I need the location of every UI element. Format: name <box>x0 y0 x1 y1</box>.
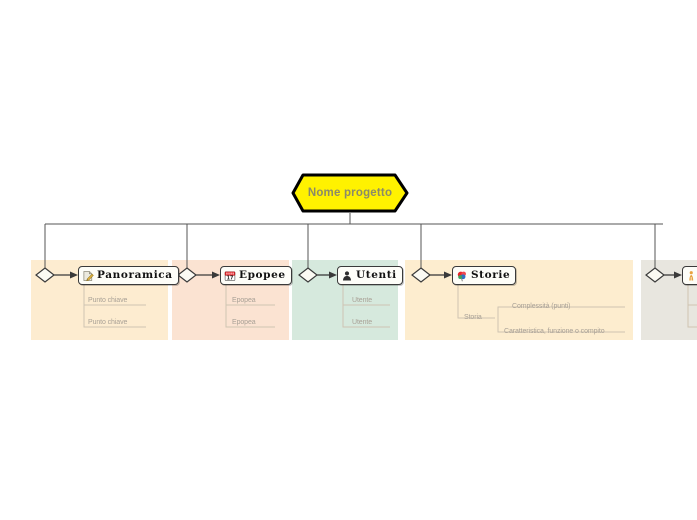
leaf-storia-complessita[interactable]: Complessità (punti) <box>512 303 571 310</box>
topic-utenti[interactable]: Utenti <box>337 266 403 285</box>
topic-storie-label: Storie <box>471 269 511 282</box>
note-pencil-icon <box>83 270 94 281</box>
balloon-icon <box>457 271 466 281</box>
leaf-utenti-utente-1[interactable]: Utente <box>352 297 373 304</box>
topic-epopee[interactable]: 17 Epopee <box>220 266 292 285</box>
topic-epopee-label: Epopee <box>239 269 286 282</box>
leaf-storia-caratteristica[interactable]: Caratteristica, funzione o compito <box>504 328 605 335</box>
topic-panoramica-label: Panoramica <box>97 269 173 282</box>
topic-utenti-label: Utenti <box>356 269 397 282</box>
topic-storie[interactable]: Storie <box>452 266 517 285</box>
topic-partial-right[interactable] <box>682 266 697 285</box>
user-icon <box>342 270 352 280</box>
leaf-epopee-epopea-2[interactable]: Epopea <box>232 319 256 326</box>
person-icon <box>689 270 694 280</box>
leaf-storie-storia[interactable]: Storia <box>464 314 482 321</box>
svg-text:17: 17 <box>227 275 234 281</box>
calendar-icon: 17 <box>224 271 236 281</box>
root-node-nome-progetto[interactable]: Nome progetto <box>291 173 409 213</box>
topic-panoramica[interactable]: Panoramica <box>78 266 179 285</box>
leaf-utenti-utente-2[interactable]: Utente <box>352 319 373 326</box>
leaf-epopee-epopea-1[interactable]: Epopea <box>232 297 256 304</box>
leaf-panoramica-punto-chiave-1[interactable]: Punto chiave <box>88 297 128 304</box>
root-node-label: Nome progetto <box>307 187 393 199</box>
leaf-panoramica-punto-chiave-2[interactable]: Punto chiave <box>88 319 128 326</box>
